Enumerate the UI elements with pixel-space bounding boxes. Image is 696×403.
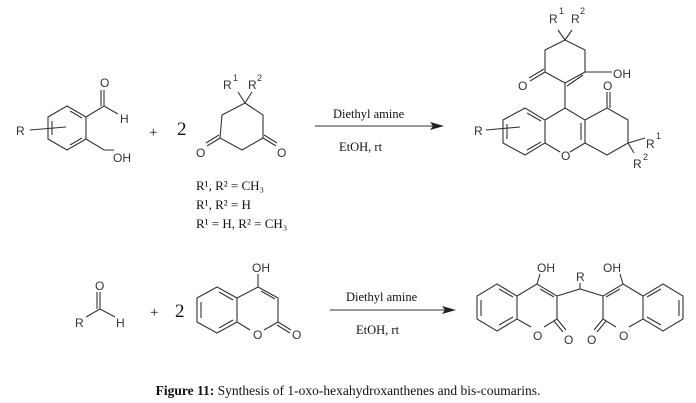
atom-label: O — [564, 333, 573, 347]
atom-label: R — [646, 137, 655, 151]
caption-text: Synthesis of 1-oxo-hexahydroxanthenes an… — [214, 383, 541, 398]
atom-label: R — [223, 78, 232, 92]
substituent-option: R¹ = H, R² = CH₃ — [196, 216, 287, 231]
aldehyde-structure: O R H — [75, 279, 125, 330]
atom-label: O — [253, 328, 262, 342]
conditions-label: EtOH, rt — [339, 140, 383, 154]
biscoumarin-structure: OH R OH O O O O — [476, 261, 684, 347]
conditions-label: EtOH, rt — [356, 323, 400, 337]
cyclohexanedione-structure: O O R 1 R 2 — [196, 73, 286, 160]
atom-label: O — [277, 146, 286, 160]
atom-label: 2 — [580, 6, 585, 16]
atom-label: OH — [113, 151, 131, 165]
atom-label: O — [518, 79, 527, 93]
reagent-label: Diethyl amine — [346, 290, 418, 304]
atom-label: 1 — [233, 73, 238, 83]
atom-label: R — [16, 124, 25, 138]
reaction-arrow — [315, 122, 444, 130]
hydroxycoumarin-structure: OH O O — [196, 261, 301, 342]
atom-label: H — [116, 316, 125, 330]
atom-label: R — [633, 157, 642, 171]
coefficient: 2 — [175, 301, 185, 322]
atom-label: 1 — [559, 6, 564, 16]
atom-label: O — [603, 79, 612, 93]
hexahydroxanthene-structure: O OH R 1 R 2 O O R 1 R 2 R — [474, 6, 661, 171]
atom-label: OH — [537, 261, 555, 275]
atom-label: O — [587, 333, 596, 347]
atom-label: R — [549, 12, 558, 26]
atom-label: H — [120, 112, 129, 126]
plus-sign: + — [150, 305, 158, 321]
atom-label: O — [561, 149, 570, 163]
figure-caption: Figure 11: Synthesis of 1-oxo-hexahydrox… — [0, 383, 696, 399]
atom-label: R — [571, 12, 580, 26]
atom-label: R — [75, 316, 84, 330]
substituent-option: R¹, R² = CH₃ — [196, 178, 264, 193]
atom-label: O — [533, 329, 542, 343]
atom-label: O — [100, 76, 109, 90]
reaction-arrow — [330, 306, 456, 314]
coefficient: 2 — [177, 119, 187, 140]
atom-label: OH — [603, 261, 621, 275]
atom-label: OH — [613, 67, 631, 81]
reagent-label: Diethyl amine — [333, 107, 405, 121]
atom-label: O — [196, 146, 205, 160]
atom-label: 1 — [656, 131, 661, 141]
atom-label: OH — [252, 261, 270, 275]
atom-label: R — [576, 270, 585, 284]
atom-label: O — [292, 328, 301, 342]
salicylaldehyde-structure: O H OH R — [16, 76, 131, 165]
atom-label: 2 — [643, 152, 648, 162]
plus-sign: + — [149, 125, 157, 141]
substituent-option: R¹, R² = H — [196, 197, 251, 212]
atom-label: O — [95, 279, 104, 293]
figure-label: Figure 11: — [155, 383, 215, 398]
atom-label: O — [619, 329, 628, 343]
atom-label: R — [474, 124, 483, 138]
atom-label: R — [248, 78, 257, 92]
atom-label: 2 — [257, 73, 262, 83]
